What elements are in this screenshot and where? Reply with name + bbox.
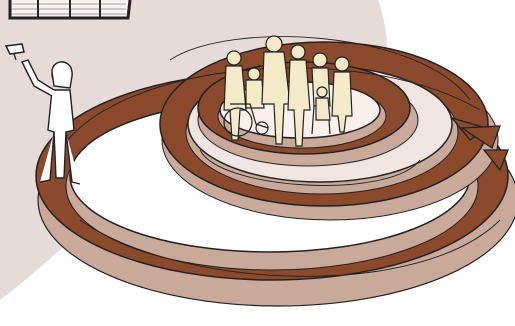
window-icon — [10, 0, 130, 18]
